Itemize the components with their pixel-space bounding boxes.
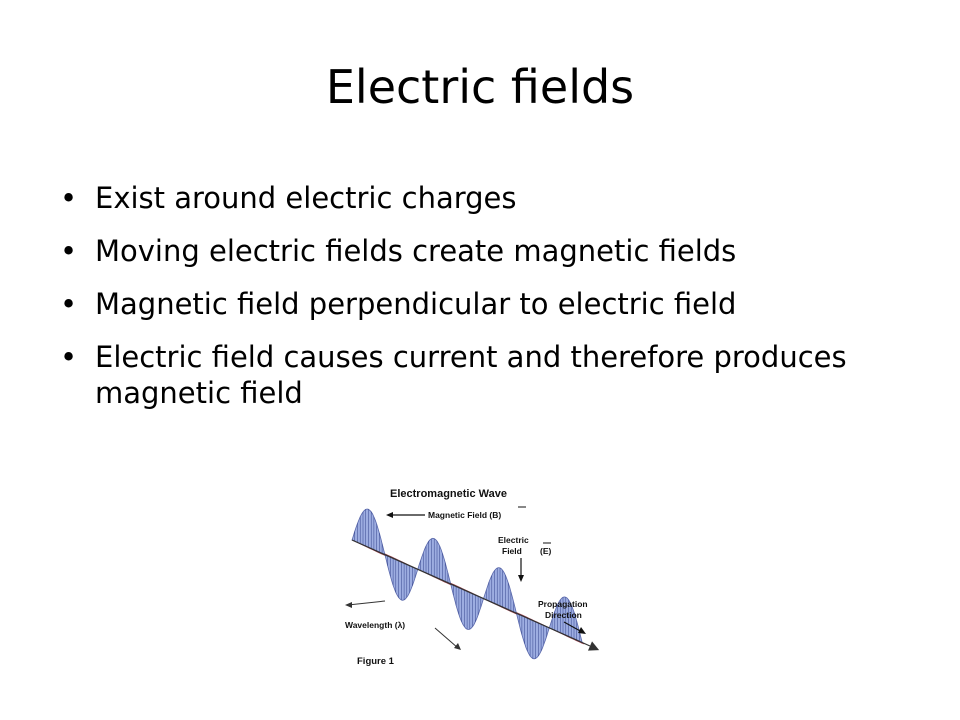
magnetic-field-hatch (387, 555, 416, 600)
magnetic-field-hatch (551, 597, 580, 642)
magnetic-field-hatch (420, 538, 449, 583)
propagation-label-line2: Direction (545, 610, 582, 620)
electric-arrowhead-icon (518, 575, 524, 582)
wave-drawing (351, 508, 600, 660)
wavelength-arrow-left (347, 600, 386, 606)
magnetic-field-hatch (453, 585, 482, 630)
electric-symbol: (E) (540, 546, 552, 556)
wavelength-arrowhead-left-icon (345, 602, 352, 608)
bullet-item: • Moving electric fields create magnetic … (60, 233, 920, 269)
bullet-icon: • (60, 287, 78, 321)
bullet-text: Exist around electric charges (95, 181, 517, 215)
magnetic-field-label: Magnetic Field (B) (428, 510, 501, 520)
wavelength-label: Wavelength (λ) (345, 620, 405, 630)
magnetic-arrowhead-icon (386, 512, 393, 518)
propagation-label-line1: Propagation (538, 599, 588, 609)
bullet-item: • Electric field causes current and there… (60, 339, 920, 411)
wavelength-arrow-right (434, 627, 459, 649)
magnetic-field-hatch (486, 567, 514, 612)
bullet-text: Moving electric fields create magnetic f… (95, 234, 737, 268)
axis-arrowhead-icon (587, 641, 600, 651)
electric-label-line2: Field (502, 546, 522, 556)
magnetic-field-hatch (518, 614, 547, 659)
propagation-axis (351, 539, 591, 647)
electric-label-line1: Electric (498, 535, 529, 545)
electromagnetic-wave-figure: Electromagnetic Wave Magnetic Field (B) … (345, 488, 600, 667)
bullet-item: • Magnetic field perpendicular to electri… (60, 286, 920, 322)
bullet-icon: • (60, 234, 78, 268)
bullet-icon: • (60, 340, 78, 374)
propagation-arrow (563, 621, 583, 633)
magnetic-field-hatch (354, 509, 383, 554)
figure-caption: Figure 1 (357, 656, 395, 667)
bullet-icon: • (60, 181, 78, 215)
bullet-text: Magnetic field perpendicular to electric… (95, 287, 737, 321)
wavelength-arrowhead-right-icon (454, 643, 461, 650)
figure-title: Electromagnetic Wave (390, 488, 507, 500)
propagation-arrowhead-icon (578, 627, 586, 634)
bullet-item: • Exist around electric charges (60, 180, 920, 216)
bullet-text: Electric field causes current and theref… (95, 340, 847, 410)
bullet-list: • Exist around electric charges • Moving e… (60, 180, 920, 428)
slide-title: Electric fields (325, 60, 635, 114)
